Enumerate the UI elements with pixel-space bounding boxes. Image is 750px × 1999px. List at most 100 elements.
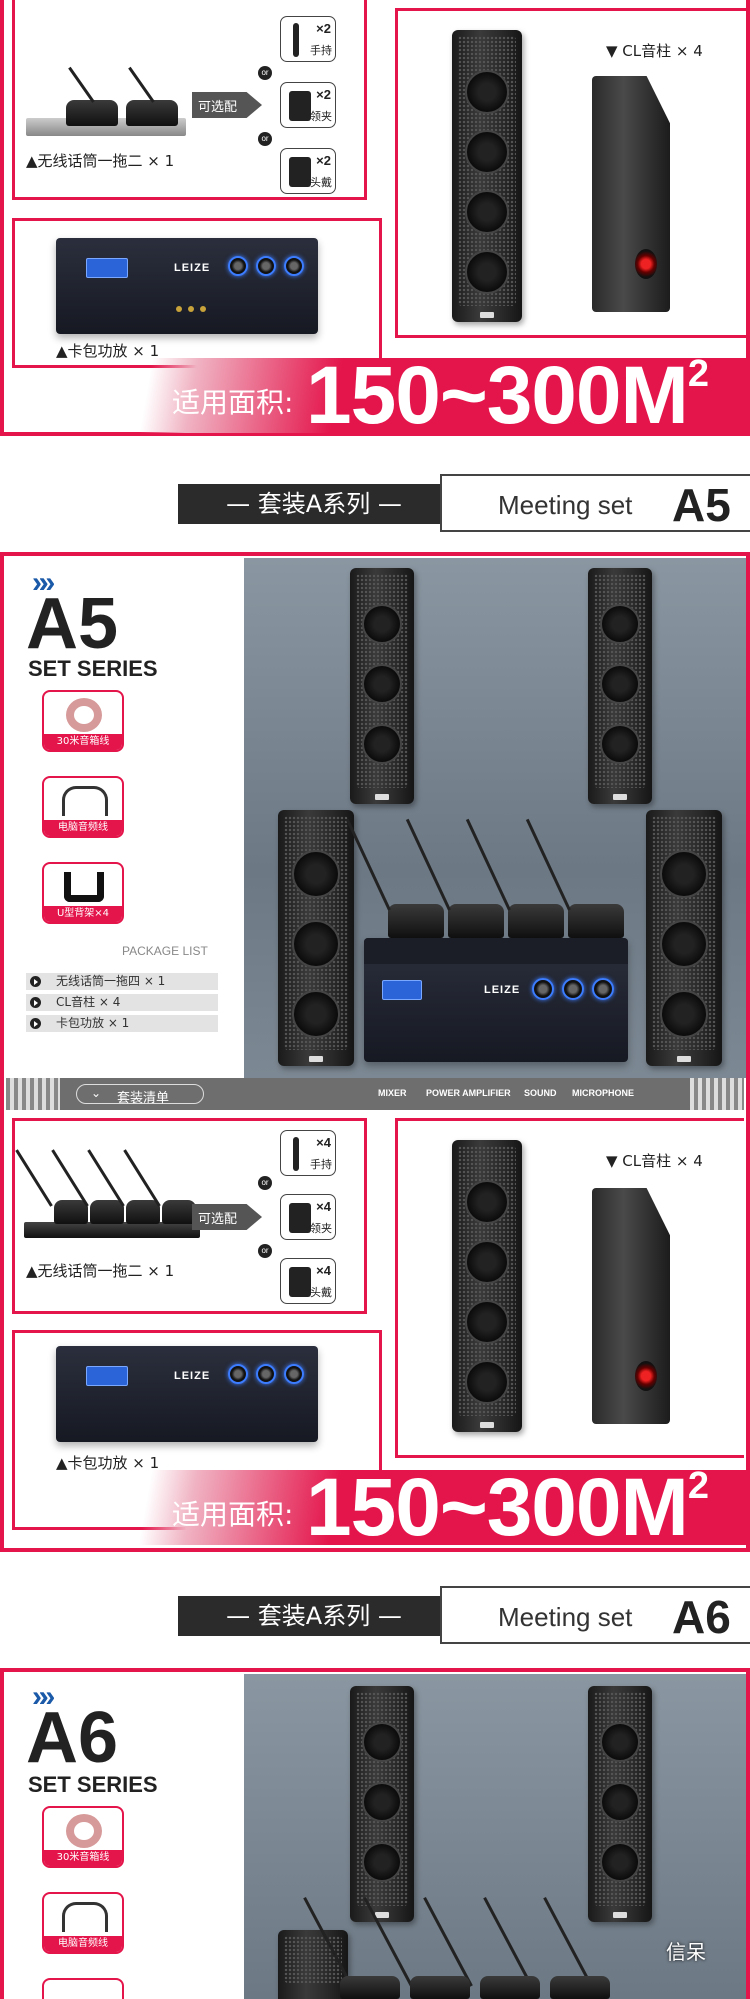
set-code: A6	[672, 1591, 731, 1643]
set-code: A5	[672, 479, 731, 531]
a5-speaker-box	[395, 1118, 744, 1458]
area-value-text: 150~300M	[306, 350, 689, 441]
area-value: 150~300M2	[306, 355, 709, 437]
or-separator-4: or	[258, 1244, 272, 1258]
amp-brand: LEIZE	[484, 984, 521, 996]
option-handheld[interactable]: ×2 手持	[280, 16, 336, 62]
option-label: 头戴	[310, 176, 332, 189]
a5-area-label: 适用面积:	[172, 1498, 294, 1531]
a5-speaker-label: ▼ CL音柱 × 4	[606, 1152, 703, 1170]
handheld-mic-icon	[293, 1137, 299, 1171]
a5-area-banner	[0, 1470, 746, 1545]
area-value-text: 150~300M	[306, 1462, 689, 1553]
a6-accessory-audio-cable: 电脑音频线	[42, 1892, 124, 1954]
top-set-frame	[0, 0, 750, 436]
tab-link-microphone[interactable]: MICROPHONE	[572, 1088, 635, 1098]
a5-optional-label: 可选配	[198, 1212, 238, 1227]
showcase-speaker-top-right	[588, 568, 652, 804]
a5-wireless-mic-label: ▲无线话筒一拖二 × 1	[26, 1262, 175, 1280]
speaker-column-front	[452, 30, 522, 322]
headset-pack-icon	[289, 157, 311, 187]
a6-conference-mics	[303, 1876, 670, 1999]
optional-arrow	[192, 92, 262, 118]
meeting-set-text: Meeting set	[498, 490, 633, 520]
cable-coil-icon	[66, 1814, 102, 1848]
u-bracket-icon	[64, 872, 104, 902]
chevron-down-icon: ⌄	[91, 1086, 102, 1100]
option-qty: ×2	[316, 21, 331, 36]
package-list-tab[interactable]: ⌄ 套装清单	[76, 1084, 204, 1106]
showcase-amplifier: LEIZE	[364, 938, 628, 1062]
a5-series-subtitle: SET SERIES	[28, 656, 158, 681]
a5-amplifier-image: LEIZE	[56, 1346, 318, 1442]
or-separator-2: or	[258, 132, 272, 146]
option-qty: ×2	[316, 87, 331, 102]
a6-meeting-set-box: Meeting set A6	[440, 1586, 750, 1644]
tab-link-power-amplifier[interactable]: POWER AMPLIFIER	[426, 1088, 511, 1098]
accessory-speaker-cable: 30米音箱线	[42, 690, 124, 752]
headset-pack-icon	[289, 1267, 311, 1297]
a6-series-subtitle: SET SERIES	[28, 1772, 158, 1797]
a5-set-frame	[0, 552, 750, 1552]
audio-cable-icon	[62, 1902, 108, 1932]
accessory-caption: 30米音箱线	[44, 734, 122, 750]
package-item: 卡包功放 × 1	[26, 1015, 218, 1032]
lavalier-pack-icon	[289, 91, 311, 121]
optional-label: 可选配	[198, 100, 238, 115]
handheld-mic-icon	[293, 23, 299, 57]
package-tab-label: 套装清单	[117, 1091, 170, 1106]
a5-option-headset[interactable]: ×4 头戴	[280, 1258, 336, 1304]
option-headset[interactable]: ×2 头戴	[280, 148, 336, 194]
speaker-label: ▼ CL音柱 × 4	[606, 42, 703, 60]
showcase-speaker-top-left	[350, 568, 414, 804]
option-qty: ×4	[316, 1135, 331, 1150]
package-item-text: 无线话筒一拖四 × 1	[56, 974, 166, 988]
lavalier-pack-icon	[289, 1203, 311, 1233]
showcase-speaker-bottom-left	[278, 810, 354, 1066]
or-separator-3: or	[258, 1176, 272, 1190]
option-label: 手持	[310, 1158, 332, 1171]
a6-accessory-speaker-cable: 30米音箱线	[42, 1806, 124, 1868]
a5-model-title: A5	[26, 584, 119, 664]
package-tab-bar-inner	[60, 1078, 690, 1110]
area-sup: 2	[687, 1465, 709, 1507]
wireless-mic-label: ▲无线话筒一拖二 × 1	[26, 152, 175, 170]
tab-link-mixer[interactable]: MIXER	[378, 1088, 407, 1098]
a5-area-value: 150~300M2	[306, 1465, 709, 1549]
audio-cable-icon	[62, 786, 108, 816]
accessory-caption: 电脑音频线	[44, 820, 122, 836]
accessory-caption: U型背架×4	[44, 906, 122, 922]
a5-meeting-set-box: Meeting set A5	[440, 474, 750, 532]
meeting-set-text: Meeting set	[498, 1602, 633, 1632]
option-qty: ×4	[316, 1263, 331, 1278]
a6-accessory-u-bracket-partial	[42, 1978, 124, 1999]
area-banner	[0, 358, 750, 433]
showcase-speaker-bottom-right	[646, 810, 722, 1066]
watermark-text: 信呆	[666, 1940, 706, 1964]
a6-speaker-top-right	[588, 1686, 652, 1922]
a6-series-tag: — 套装A系列 —	[178, 1596, 450, 1636]
option-qty: ×4	[316, 1199, 331, 1214]
speaker-box	[395, 8, 750, 338]
package-item-text: 卡包功放 × 1	[56, 1016, 130, 1030]
accessory-u-bracket: U型背架×4	[42, 862, 124, 924]
option-lavalier[interactable]: ×2 领夹	[280, 82, 336, 128]
a5-series-tag: — 套装A系列 —	[178, 484, 450, 524]
tab-link-sound[interactable]: SOUND	[524, 1088, 557, 1098]
option-label: 领夹	[310, 110, 332, 123]
a6-set-frame	[0, 1668, 750, 1999]
amplifier-image: LEIZE	[56, 238, 318, 334]
a5-optional-arrow	[192, 1204, 262, 1230]
a6-speaker-top-left	[350, 1686, 414, 1922]
package-list-title: PACKAGE LIST	[122, 944, 208, 958]
a5-option-handheld[interactable]: ×4 手持	[280, 1130, 336, 1176]
a6-speaker-bottom-left	[278, 1930, 348, 1999]
or-separator-1: or	[258, 66, 272, 80]
showcase-conference-mics	[345, 800, 628, 940]
mic-receiver-image	[26, 66, 186, 140]
package-item: CL音柱 × 4	[26, 994, 218, 1011]
a5-option-lavalier[interactable]: ×4 领夹	[280, 1194, 336, 1240]
package-item-text: CL音柱 × 4	[56, 995, 121, 1009]
a5-speaker-column-side	[592, 1188, 670, 1424]
